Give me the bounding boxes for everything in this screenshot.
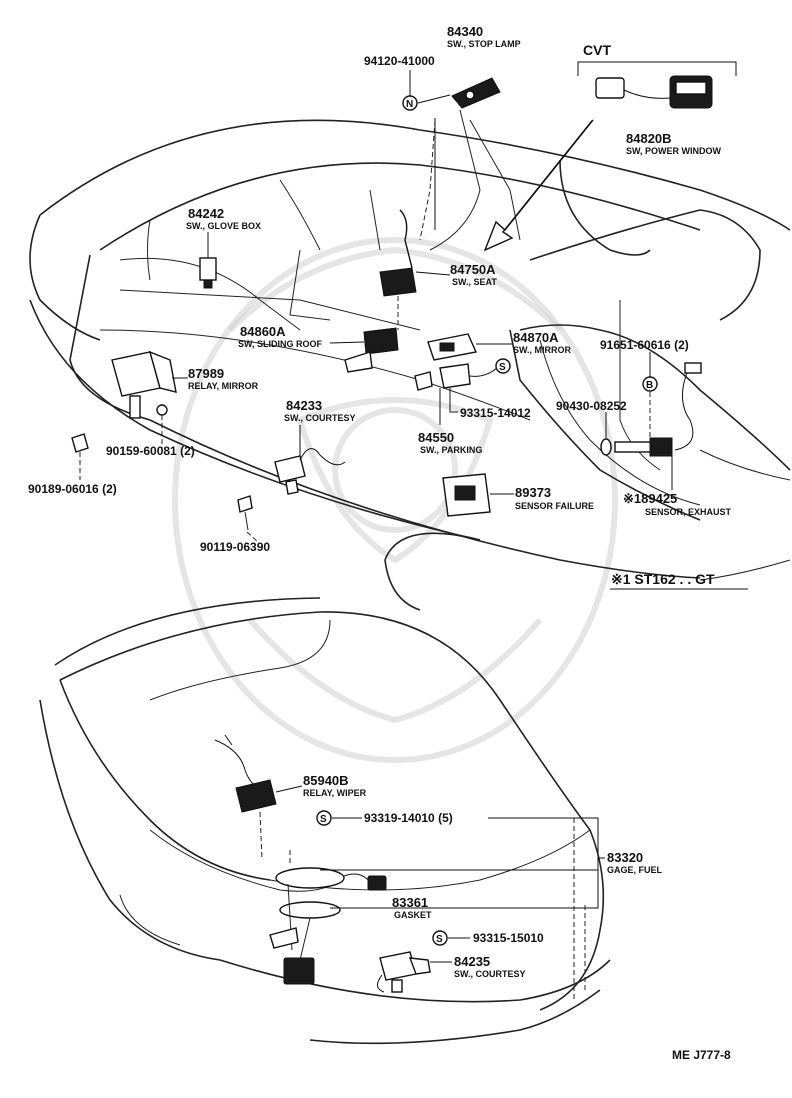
label-84242: 84242 SW., GLOVE BOX	[186, 206, 261, 231]
courtesy-switch-lower	[377, 951, 431, 993]
label-84550: 84550 SW., PARKING	[418, 430, 482, 455]
part-number: 87989	[188, 366, 224, 381]
circle-s-marker-1: S	[495, 358, 511, 374]
part-number: 91651-60616 (2)	[600, 338, 689, 352]
circle-s-marker-3: S	[432, 930, 448, 946]
part-number: 85940B	[303, 773, 349, 788]
circle-s-letter: S	[320, 814, 327, 825]
part-number: 84233	[286, 398, 322, 413]
watermark-emblem	[172, 237, 618, 763]
part-desc: SW., COURTESY	[284, 413, 356, 423]
upper-car-body	[29, 109, 791, 611]
part-desc: SW, POWER WINDOW	[626, 146, 721, 156]
label-83361: 83361 GASKET	[392, 895, 432, 920]
part-number: 83320	[607, 850, 643, 865]
circle-s-letter: S	[499, 362, 506, 373]
label-93319: 93319-14010 (5)	[364, 811, 453, 825]
sensor-failure-unit	[442, 473, 491, 517]
circle-b-letter: B	[646, 380, 653, 391]
part-desc: GASKET	[394, 910, 432, 920]
label-84233: 84233 SW., COURTESY	[284, 398, 356, 423]
seat-switch	[379, 209, 417, 297]
label-94120: 94120-41000	[364, 54, 435, 68]
drawing-code: ME J777-8	[672, 1048, 731, 1062]
power-window-switch	[595, 75, 713, 109]
glove-box-switch	[199, 257, 217, 289]
label-84340: 84340 SW., STOP LAMP	[447, 24, 521, 49]
mirror-switch	[427, 333, 477, 361]
label-84870A: 84870A SW., MIRROR	[513, 330, 571, 355]
part-desc: GAGE, FUEL	[607, 865, 663, 875]
label-87989: 87989 RELAY, MIRROR	[188, 366, 259, 391]
label-90430: 90430-08252	[556, 399, 627, 413]
part-number: 84870A	[513, 330, 559, 345]
sliding-roof-switch	[344, 327, 399, 373]
part-number: 84860A	[240, 324, 286, 339]
part-number: 84340	[447, 24, 483, 39]
part-number: 84820B	[626, 131, 672, 146]
fuel-gage-unit	[269, 867, 387, 985]
mirror-relay	[111, 350, 177, 419]
part-number: 94120-41000	[364, 54, 435, 68]
label-83320: 83320 GAGE, FUEL	[607, 850, 663, 875]
cvt-label: CVT	[583, 42, 611, 58]
courtesy-switch-upper	[274, 448, 346, 495]
part-desc: SENSOR, EXHAUST	[645, 507, 732, 517]
circle-s-letter: S	[436, 934, 443, 945]
label-84750A: 84750A SW., SEAT	[450, 262, 497, 287]
circle-b-marker: B	[642, 376, 658, 392]
cvt-bracket: CVT	[577, 42, 737, 76]
pointer-arrow	[483, 119, 594, 252]
part-number: 84550	[418, 430, 454, 445]
part-number: 90189-06016 (2)	[28, 482, 117, 496]
label-85940B: 85940B RELAY, WIPER	[303, 773, 367, 798]
bolt	[237, 495, 253, 531]
part-number: 93315-15010	[473, 931, 544, 945]
circle-s-marker-2: S	[316, 810, 332, 826]
exhaust-sensor	[600, 362, 702, 457]
part-number: 93319-14010 (5)	[364, 811, 453, 825]
part-desc: RELAY, MIRROR	[188, 381, 259, 391]
part-desc: SW., MIRROR	[513, 345, 571, 355]
part-desc: SENSOR FAILURE	[515, 501, 594, 511]
part-desc: RELAY, WIPER	[303, 788, 367, 798]
part-number: 84750A	[450, 262, 496, 277]
label-84860A: 84860A SW, SLIDING ROOF	[238, 324, 323, 349]
part-desc: SW., STOP LAMP	[447, 39, 521, 49]
circle-n-marker: N	[402, 95, 418, 111]
label-89373: 89373 SENSOR FAILURE	[515, 485, 594, 511]
part-number: 83361	[392, 895, 428, 910]
part-number: ※189425	[623, 491, 677, 506]
label-91651: 91651-60616 (2)	[600, 338, 689, 352]
label-93315a: 93315-14012	[460, 406, 531, 420]
label-90159: 90159-60081 (2)	[106, 444, 195, 458]
part-number: 89373	[515, 485, 551, 500]
part-number: 84235	[454, 954, 490, 969]
label-89425: ※189425 SENSOR, EXHAUST	[623, 491, 732, 517]
part-number: 84242	[188, 206, 224, 221]
lower-car-body	[39, 597, 611, 1045]
part-number: 90430-08252	[556, 399, 627, 413]
part-number: 93315-14012	[460, 406, 531, 420]
part-desc: SW, SLIDING ROOF	[238, 339, 323, 349]
part-desc: SW., GLOVE BOX	[186, 221, 261, 231]
part-desc: SW., SEAT	[452, 277, 497, 287]
label-90189: 90189-06016 (2)	[28, 482, 117, 496]
part-desc: SW., PARKING	[420, 445, 482, 455]
label-84235: 84235 SW., COURTESY	[454, 954, 526, 979]
parking-switch	[414, 363, 498, 391]
label-93315b: 93315-15010	[473, 931, 544, 945]
label-84820B: 84820B SW, POWER WINDOW	[626, 131, 721, 156]
label-90119: 90119-06390	[200, 540, 270, 554]
part-number: 90119-06390	[200, 540, 270, 554]
footnote-text: ※1 ST162 . . GT	[611, 571, 715, 587]
part-number: 90159-60081 (2)	[106, 444, 195, 458]
footnote: ※1 ST162 . . GT	[610, 571, 748, 590]
part-desc: SW., COURTESY	[454, 969, 526, 979]
circle-n-letter: N	[406, 99, 413, 110]
stop-lamp-switch	[451, 77, 501, 109]
clip-fastener	[71, 433, 89, 453]
wiper-relay	[214, 734, 277, 813]
